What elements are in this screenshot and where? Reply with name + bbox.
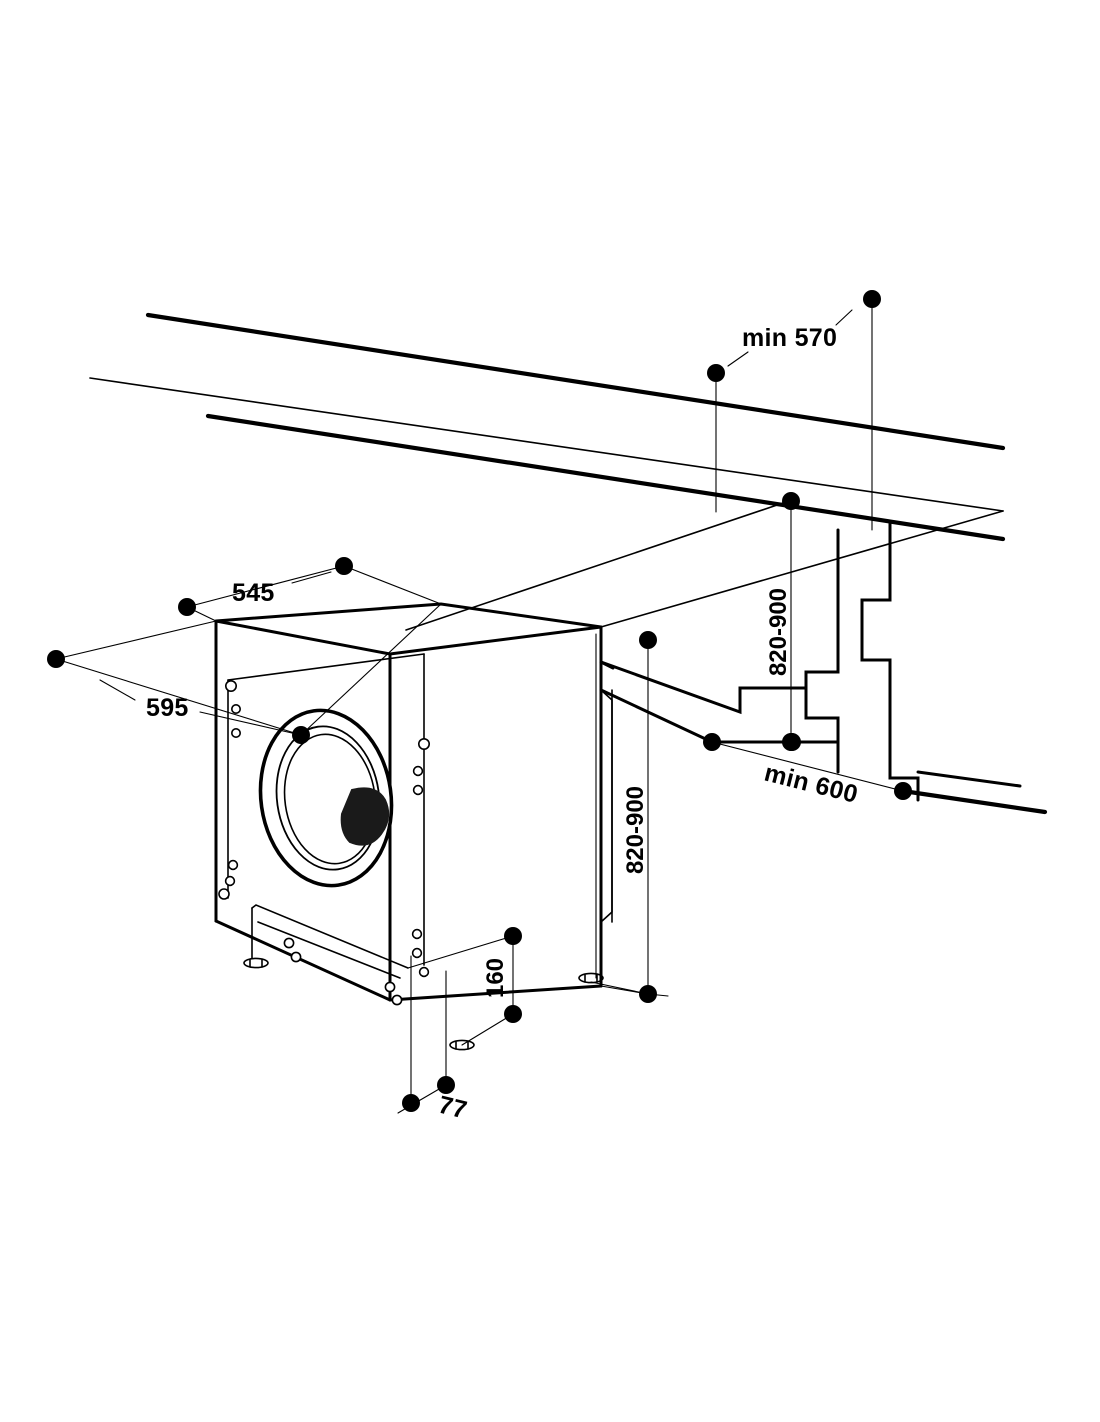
dim-line-min600	[711, 741, 904, 792]
mounting-hole	[224, 875, 236, 887]
dimension-595: 595	[47, 603, 442, 744]
dim-dot	[178, 598, 196, 616]
dimension-min-570: min 570	[707, 290, 881, 531]
dim-dot	[292, 726, 310, 744]
worktop-front-face-line	[205, 413, 1006, 542]
foot-front-left-stem	[249, 959, 263, 968]
mounting-hole	[411, 928, 423, 940]
dim-label-820-900-left: 820-900	[622, 786, 649, 874]
door-panel	[599, 625, 615, 988]
plinth-hole	[283, 937, 295, 949]
leader-545	[291, 571, 332, 584]
mounting-hole	[417, 737, 430, 750]
mounting-hole	[231, 703, 242, 714]
ext-line-foot-to-dim	[590, 981, 649, 995]
mounting-hole	[218, 888, 230, 900]
dim-dot	[783, 733, 801, 751]
machine-front-bottom-edge	[214, 919, 392, 1002]
ext-line-595-right	[300, 603, 442, 736]
dim-dot	[402, 1094, 420, 1112]
mounting-hole	[412, 765, 424, 777]
dim-dot	[47, 650, 65, 668]
floor-line-back	[916, 770, 1022, 788]
cabinet-inner-step-profile	[804, 528, 840, 774]
plinth-inner-line	[257, 921, 401, 979]
dim-label-min-570: min 570	[742, 324, 837, 352]
dim-dot	[504, 1005, 522, 1023]
mounting-hole	[418, 966, 430, 978]
niche-back-step-line	[599, 660, 808, 715]
dim-dot	[782, 492, 800, 510]
niche-ceiling-recede-line	[600, 510, 1004, 628]
mounting-hole	[231, 727, 242, 738]
plinth-hole	[384, 981, 396, 993]
cabinet-side-step-profile	[860, 521, 920, 802]
mounting-hole	[225, 679, 238, 692]
dim-dot	[335, 557, 353, 575]
dim-line-595-b	[55, 658, 302, 736]
foot-front-left	[243, 957, 269, 969]
foot-back-right-stem	[584, 974, 598, 983]
dim-line-545	[186, 565, 345, 608]
machine-side-bottom-edge	[388, 984, 603, 1002]
door-panel-profile	[600, 689, 613, 923]
dim-dot	[639, 631, 657, 649]
dim-dot	[703, 733, 721, 751]
washing-machine	[214, 602, 615, 1051]
mounting-hole	[227, 859, 239, 871]
floor-line-front	[900, 788, 1048, 815]
mounting-hole	[411, 947, 423, 959]
machine-front-panel-top-rim	[227, 653, 425, 681]
auxiliary-extension-lines	[590, 633, 649, 995]
dim-label-545: 545	[232, 579, 275, 607]
dimension-160: 160	[407, 927, 522, 1046]
dim-dot	[707, 364, 725, 382]
dimension-77: 77	[397, 955, 470, 1125]
dim-dot	[863, 290, 881, 308]
ext-line-160-top	[407, 935, 514, 969]
foot-back-right	[578, 972, 604, 984]
door-panel-top-tab	[599, 660, 615, 670]
plinth-hole	[391, 994, 403, 1006]
dim-label-160: 160	[482, 958, 509, 998]
dimension-545: 545	[178, 557, 442, 622]
dim-line-595-a	[55, 620, 217, 660]
plinth	[251, 904, 409, 1006]
plinth-hole	[290, 951, 302, 963]
dim-dot	[504, 927, 522, 945]
leader-min570-right	[835, 309, 853, 326]
dim-label-77: 77	[436, 1091, 470, 1125]
leader-595-tail	[99, 679, 136, 701]
worktop-assembly	[89, 312, 1006, 542]
mounting-hole	[412, 784, 424, 796]
dim-dot	[894, 782, 912, 800]
worktop-top-edge-line	[145, 312, 1006, 451]
ext-line-160-bottom	[461, 1013, 514, 1046]
leader-min570-left	[727, 351, 749, 367]
dim-label-595: 595	[146, 694, 189, 722]
foot-front-right-stem	[455, 1041, 469, 1050]
plinth-top-edge	[251, 904, 409, 969]
leader-595-head	[199, 711, 293, 734]
porthole-door[interactable]	[249, 702, 402, 894]
dim-label-820-900-right: 820-900	[765, 588, 792, 676]
dim-dot	[437, 1076, 455, 1094]
worktop-underside-thin-line	[89, 377, 1004, 512]
door-handle-icon[interactable]	[340, 787, 390, 846]
ext-line-545-right	[343, 565, 442, 605]
